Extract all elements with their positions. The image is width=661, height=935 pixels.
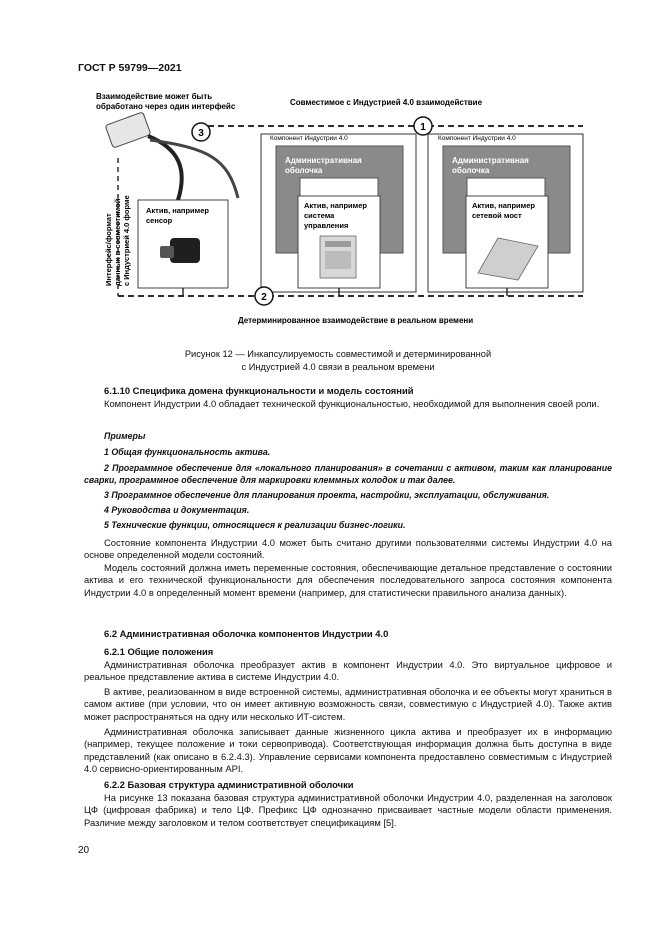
paragraph: Административная оболочка преобразует ак…: [84, 659, 612, 683]
svg-text:Административная: Административная: [285, 156, 362, 165]
svg-text:3: 3: [198, 128, 204, 139]
svg-text:1: 1: [420, 122, 426, 133]
svg-text:управления: управления: [304, 221, 348, 230]
marker-1: [413, 116, 433, 136]
svg-text:Актив, например: Актив, например: [472, 201, 535, 210]
heading-6-2: 6.2 Административная оболочка компоненто…: [104, 628, 389, 639]
paragraph: В активе, реализованном в виде встроенно…: [84, 686, 612, 722]
svg-text:сетевой мост: сетевой мост: [472, 211, 522, 220]
heading-6-2-1: 6.2.1 Общие положения: [104, 646, 214, 657]
marker-3: [191, 122, 211, 142]
standard-number: ГОСТ Р 59799—2021: [78, 62, 182, 74]
paragraph: Административная оболочка записывает дан…: [84, 726, 612, 774]
admin-shell-1: [275, 145, 404, 254]
label-side-vertical: Интерфейс/формат данных в совместимой с …: [104, 195, 131, 286]
label-realtime-interaction: Детерминированное взаимодействие в реаль…: [238, 316, 473, 325]
svg-text:с Индустрией 4.0 форме: с Индустрией 4.0 форме: [122, 195, 131, 286]
svg-text:2: 2: [261, 292, 267, 303]
page-number: 20: [78, 845, 90, 856]
label-compatible-interaction: Совместимое с Индустрией 4.0 взаимодейст…: [290, 98, 483, 107]
paragraph: Состояние компонента Индустрии 4.0 может…: [84, 537, 612, 561]
bridge-image: [477, 237, 539, 281]
paragraph: На рисунке 13 показана базовая структура…: [84, 792, 612, 828]
component-label-2: Компонент Индустрии 4.0: [438, 135, 516, 142]
svg-text:система: система: [304, 211, 335, 220]
component-box-2: [427, 133, 584, 293]
example-3: 3 Программное обеспечение для планирован…: [104, 490, 550, 500]
svg-text:оболочка: оболочка: [285, 166, 323, 175]
figure-caption-line-2: с Индустрией 4.0 связи в реальном времен…: [241, 362, 435, 372]
examples-title: Примеры: [104, 431, 146, 441]
heading-6-1-10: 6.1.10 Специфика домена функциональности…: [104, 385, 414, 396]
example-4: 4 Руководства и документация.: [104, 505, 250, 515]
sensor-image: [170, 238, 200, 263]
figure-12-diagram: Компонент Индустрии 4.0 Компонент Индуст…: [96, 92, 584, 325]
paragraph: Модель состояний должна иметь переменные…: [84, 562, 612, 598]
marker-2: [254, 286, 274, 306]
paragraph: Компонент Индустрии 4.0 обладает техниче…: [104, 398, 600, 409]
figure-caption-line-1: Рисунок 12 — Инкапсулируемость совместим…: [184, 349, 492, 359]
svg-text:сенсор: сенсор: [146, 216, 173, 225]
admin-shell-2: [442, 145, 571, 254]
svg-text:Административная: Административная: [452, 156, 529, 165]
heading-6-2-2: 6.2.2 Базовая структура административной…: [104, 779, 354, 790]
label-one-interface-1: Взаимодействие может быть: [96, 92, 212, 101]
example-5: 5 Технические функции, относящиеся к реа…: [104, 520, 406, 530]
component-label-1: Компонент Индустрии 4.0: [270, 135, 348, 142]
svg-text:оболочка: оболочка: [452, 166, 490, 175]
cable-connector: [105, 112, 151, 148]
cable-2: [149, 138, 240, 199]
svg-text:Актив, например: Актив, например: [146, 206, 209, 215]
svg-text:Актив, например: Актив, например: [304, 201, 367, 210]
example-2: 2 Программное обеспечение для «локальног…: [84, 463, 612, 486]
svg-text:Интерфейс/формат: Интерфейс/формат: [104, 213, 113, 286]
svg-text:данных в совместимой: данных в совместимой: [113, 198, 122, 286]
label-one-interface-2: обработано через один интерфейс: [96, 102, 236, 111]
example-1: 1 Общая функциональность актива.: [104, 447, 271, 457]
